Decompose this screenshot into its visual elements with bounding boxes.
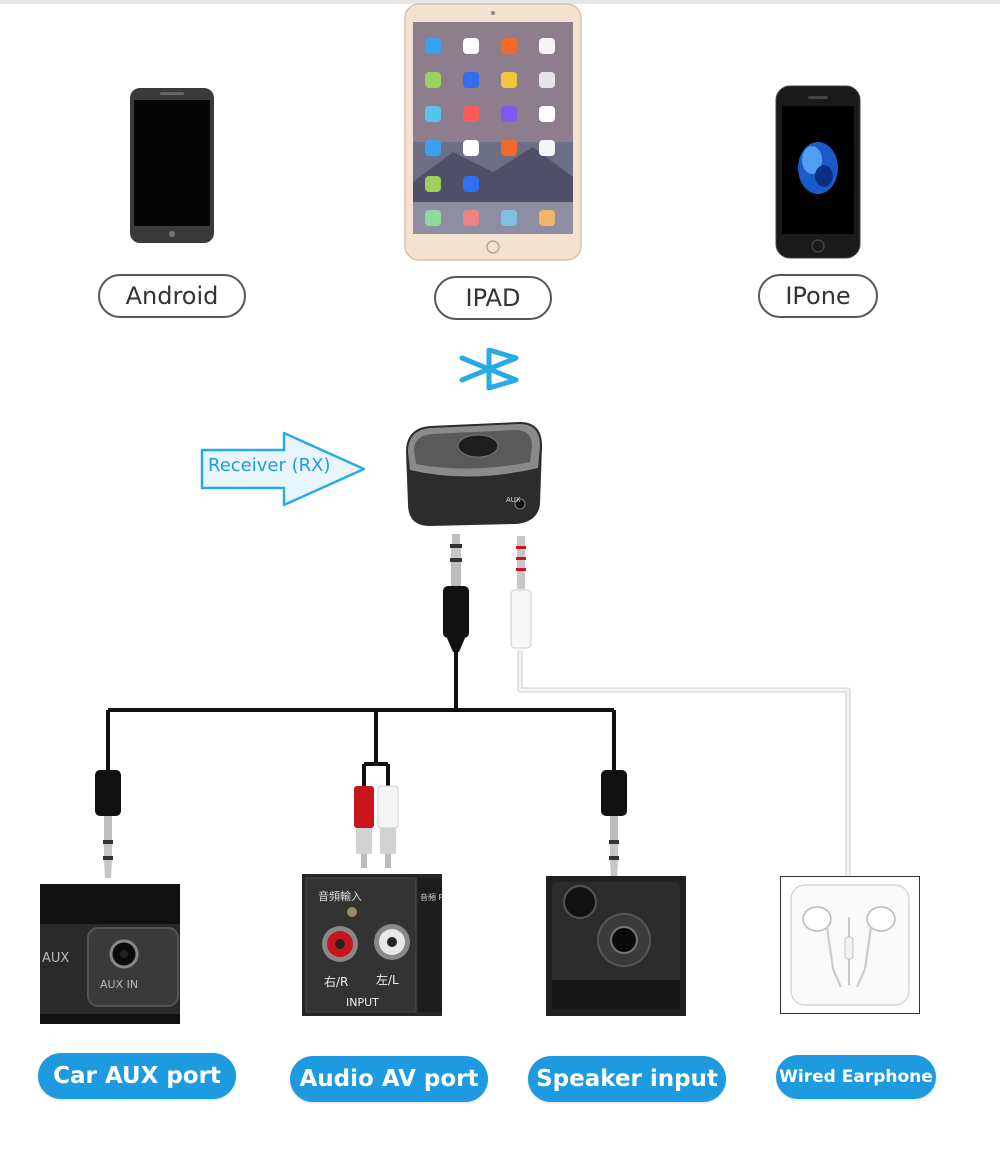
ipad-app-icon [501, 106, 517, 122]
right-arrow-icon [200, 431, 366, 507]
receiver-black-jack [443, 534, 469, 652]
ipad-app-icon [501, 140, 517, 156]
iphone-image [775, 85, 861, 259]
ipad-dock-icon [425, 210, 441, 226]
ipad-app-icon [425, 106, 441, 122]
rca-white-plug [377, 785, 399, 868]
av-panel-pc-text: 音頻 PC [420, 892, 442, 902]
ipad-app-icon [539, 106, 555, 122]
ipad-app-icon [425, 176, 441, 192]
av-right-text: 右/R [324, 974, 348, 989]
receiver-aux-text: AUX [506, 496, 521, 504]
android-phone-image [130, 88, 214, 243]
av-input-text: INPUT [346, 996, 379, 1009]
receiver-label: Receiver (RX) [208, 455, 331, 476]
top-border [0, 0, 1000, 4]
car-jack [95, 770, 121, 878]
ipad-label: IPAD [434, 276, 552, 320]
wired-earphone-label: Wired Earphone [776, 1055, 936, 1099]
av-left-text: 左/L [376, 972, 399, 987]
ipad-app-icon [425, 140, 441, 156]
speaker-input-photo [546, 876, 686, 1016]
car-aux-photo: AUX AUX IN [40, 884, 180, 1024]
car-panel-aux-text: AUX [42, 951, 69, 966]
ipad-app-icon [463, 38, 479, 54]
ipad-dock-icon [501, 210, 517, 226]
ipad-app-icon [539, 140, 555, 156]
ipad-app-icon [501, 38, 517, 54]
ipad-app-icon [539, 38, 555, 54]
bluetooth-icon [459, 348, 519, 390]
audio-av-photo: 音頻輸入 音頻 PC 右/R 左/L INPUT [302, 874, 442, 1016]
ipad-app-icon [463, 176, 479, 192]
speaker-jack [601, 770, 627, 880]
av-panel-top-text: 音頻輸入 [318, 889, 362, 903]
car-aux-label: Car AUX port [38, 1053, 236, 1099]
ipad-app-icon [463, 140, 479, 156]
ipad-app-icon [501, 72, 517, 88]
receiver-device-image: AUX [406, 422, 542, 526]
wired-earphone-photo [780, 876, 920, 1014]
android-label: Android [98, 274, 246, 318]
audio-av-label: Audio AV port [290, 1056, 488, 1102]
ipad-app-icon [539, 72, 555, 88]
ipad-app-icon [425, 72, 441, 88]
earphone-white-jack [510, 536, 532, 649]
ipad-dock-icon [539, 210, 555, 226]
ipad-app-icon [463, 106, 479, 122]
ipad-image [404, 3, 582, 261]
ipad-app-icon [463, 72, 479, 88]
rca-red-plug [354, 786, 374, 868]
ipad-dock-icon [463, 210, 479, 226]
ipad-app-icon [425, 38, 441, 54]
speaker-input-label: Speaker input [528, 1056, 726, 1102]
car-panel-aux-in-text: AUX IN [100, 978, 138, 991]
iphone-label: IPone [758, 274, 878, 318]
